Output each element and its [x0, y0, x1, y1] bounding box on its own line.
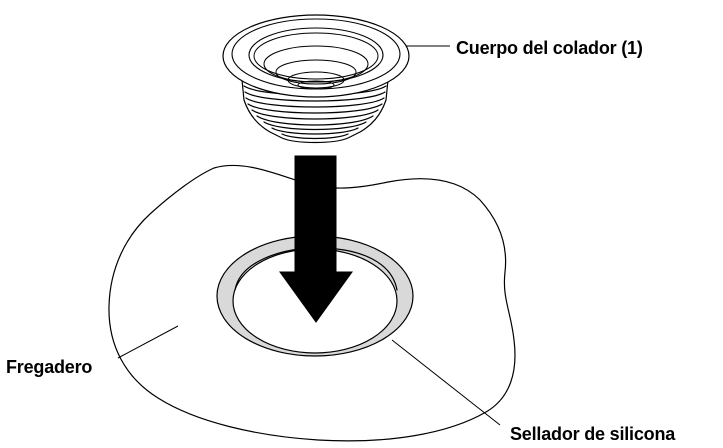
strainer-body — [222, 14, 410, 144]
strainer-body-callout: Cuerpo del colador (1) — [406, 38, 643, 58]
sink-callout: Fregadero — [6, 325, 179, 377]
silicone-sealant-callout: Sellador de silicona — [391, 339, 676, 444]
sink-outline — [108, 164, 516, 442]
sink-label: Fregadero — [6, 357, 92, 377]
down-arrow-icon — [279, 155, 353, 323]
silicone-sealant-label: Sellador de silicona — [510, 424, 676, 444]
strainer-body-label: Cuerpo del colador (1) — [456, 38, 643, 58]
sink-leader — [117, 325, 179, 359]
silicone-sealant-leader — [391, 339, 501, 426]
